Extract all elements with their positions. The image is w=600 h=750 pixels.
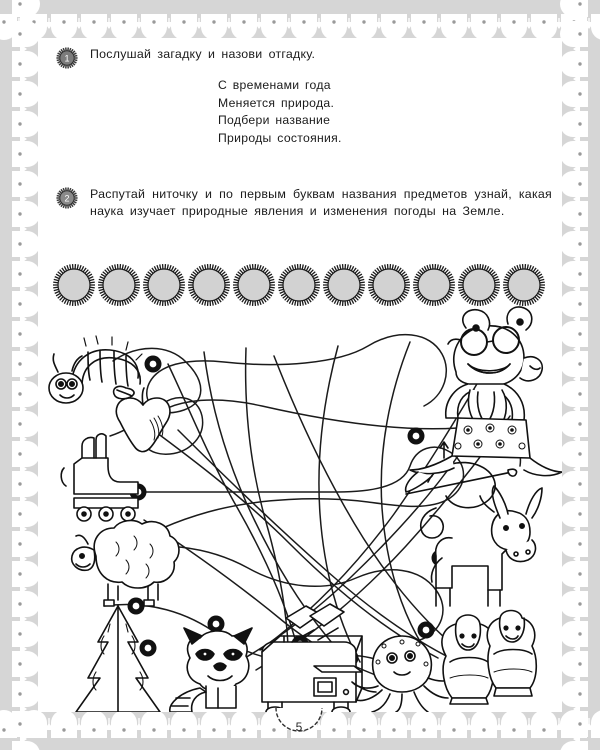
connector-dot[interactable] (144, 355, 162, 373)
riddle-line: Меняется природа. (218, 95, 335, 110)
task-1-badge: 1 (56, 47, 78, 69)
task-1-body: Послушай загадку и назови отгадку. С вре… (90, 46, 546, 147)
page-number-text: 5 (295, 720, 303, 734)
donkey-icon (430, 485, 543, 607)
riddle-line: С временами года (218, 78, 331, 92)
fir-tree-icon (75, 605, 161, 712)
connector-dot[interactable] (417, 621, 435, 639)
task-2-body: Распутай ниточку и по первым буквам назв… (90, 186, 552, 220)
sheep-icon (70, 519, 180, 607)
task-1: 1 Послушай загадку и назови отгадку. С в… (56, 46, 546, 147)
task-2-number: 2 (64, 194, 69, 204)
matryoshka-icon (441, 609, 538, 705)
octopus-icon (351, 635, 455, 712)
toaster-icon (261, 603, 363, 712)
numbered-sun-badge-icon: 1 (56, 47, 78, 69)
border-band-left (0, 0, 40, 750)
task-1-number: 1 (64, 54, 69, 64)
task-1-riddle: С временами года Меняется природа. Подбе… (90, 77, 546, 147)
connector-dot[interactable] (139, 639, 157, 657)
spiky-circles-row-icon (53, 264, 545, 306)
roller-skate-icon (60, 433, 139, 522)
spiky-circles-divider (52, 262, 552, 308)
frog-teacher-icon (404, 306, 562, 493)
connector-dot[interactable] (207, 615, 225, 633)
riddle-line: Подбери название (218, 113, 331, 127)
numbered-sun-badge-icon: 2 (56, 187, 78, 209)
apple-icon (112, 385, 171, 453)
maze-canvas[interactable] (38, 306, 562, 712)
task-2: 2 Распутай ниточку и по первым буквам на… (56, 186, 552, 220)
page-number-badge: 5 (270, 708, 328, 742)
task-2-instruction: Распутай ниточку и по первым буквам назв… (90, 187, 552, 218)
tangled-thread-maze[interactable] (38, 306, 562, 712)
border-band-right (560, 0, 600, 750)
riddle-line: Природы состояния. (218, 130, 342, 145)
caterpillar-icon (48, 335, 143, 404)
border-band-top (0, 0, 600, 40)
page-content-area: 1 Послушай загадку и назови отгадку. С в… (38, 38, 562, 712)
raccoon-icon (169, 627, 253, 712)
connector-dot[interactable] (127, 597, 145, 615)
connector-dot[interactable] (407, 427, 425, 445)
task-1-instruction: Послушай загадку и назови отгадку. (90, 47, 316, 61)
task-2-badge: 2 (56, 187, 78, 209)
